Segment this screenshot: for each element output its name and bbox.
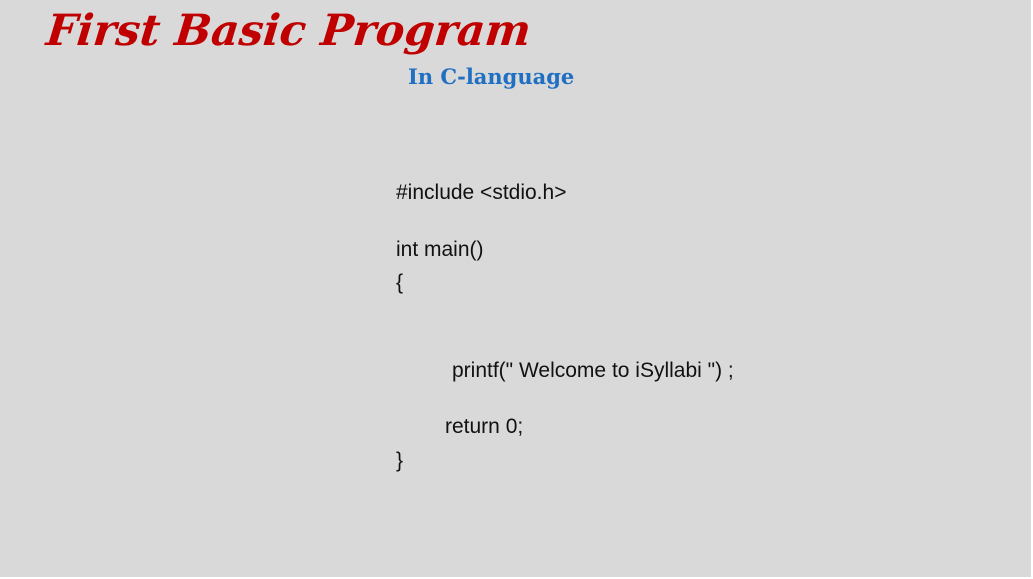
code-line-open-brace: { (396, 271, 404, 294)
code-line-printf: printf(" Welcome to iSyllabi ") ; (452, 359, 734, 382)
code-line-return: return 0; (445, 415, 524, 438)
code-line-close-brace: } (396, 449, 404, 472)
slide-subtitle: In C-language (408, 64, 575, 89)
code-line-include: #include <stdio.h> (396, 181, 567, 204)
code-line-main-signature: int main() (396, 238, 484, 261)
slide-title: First Basic Program (43, 6, 534, 56)
